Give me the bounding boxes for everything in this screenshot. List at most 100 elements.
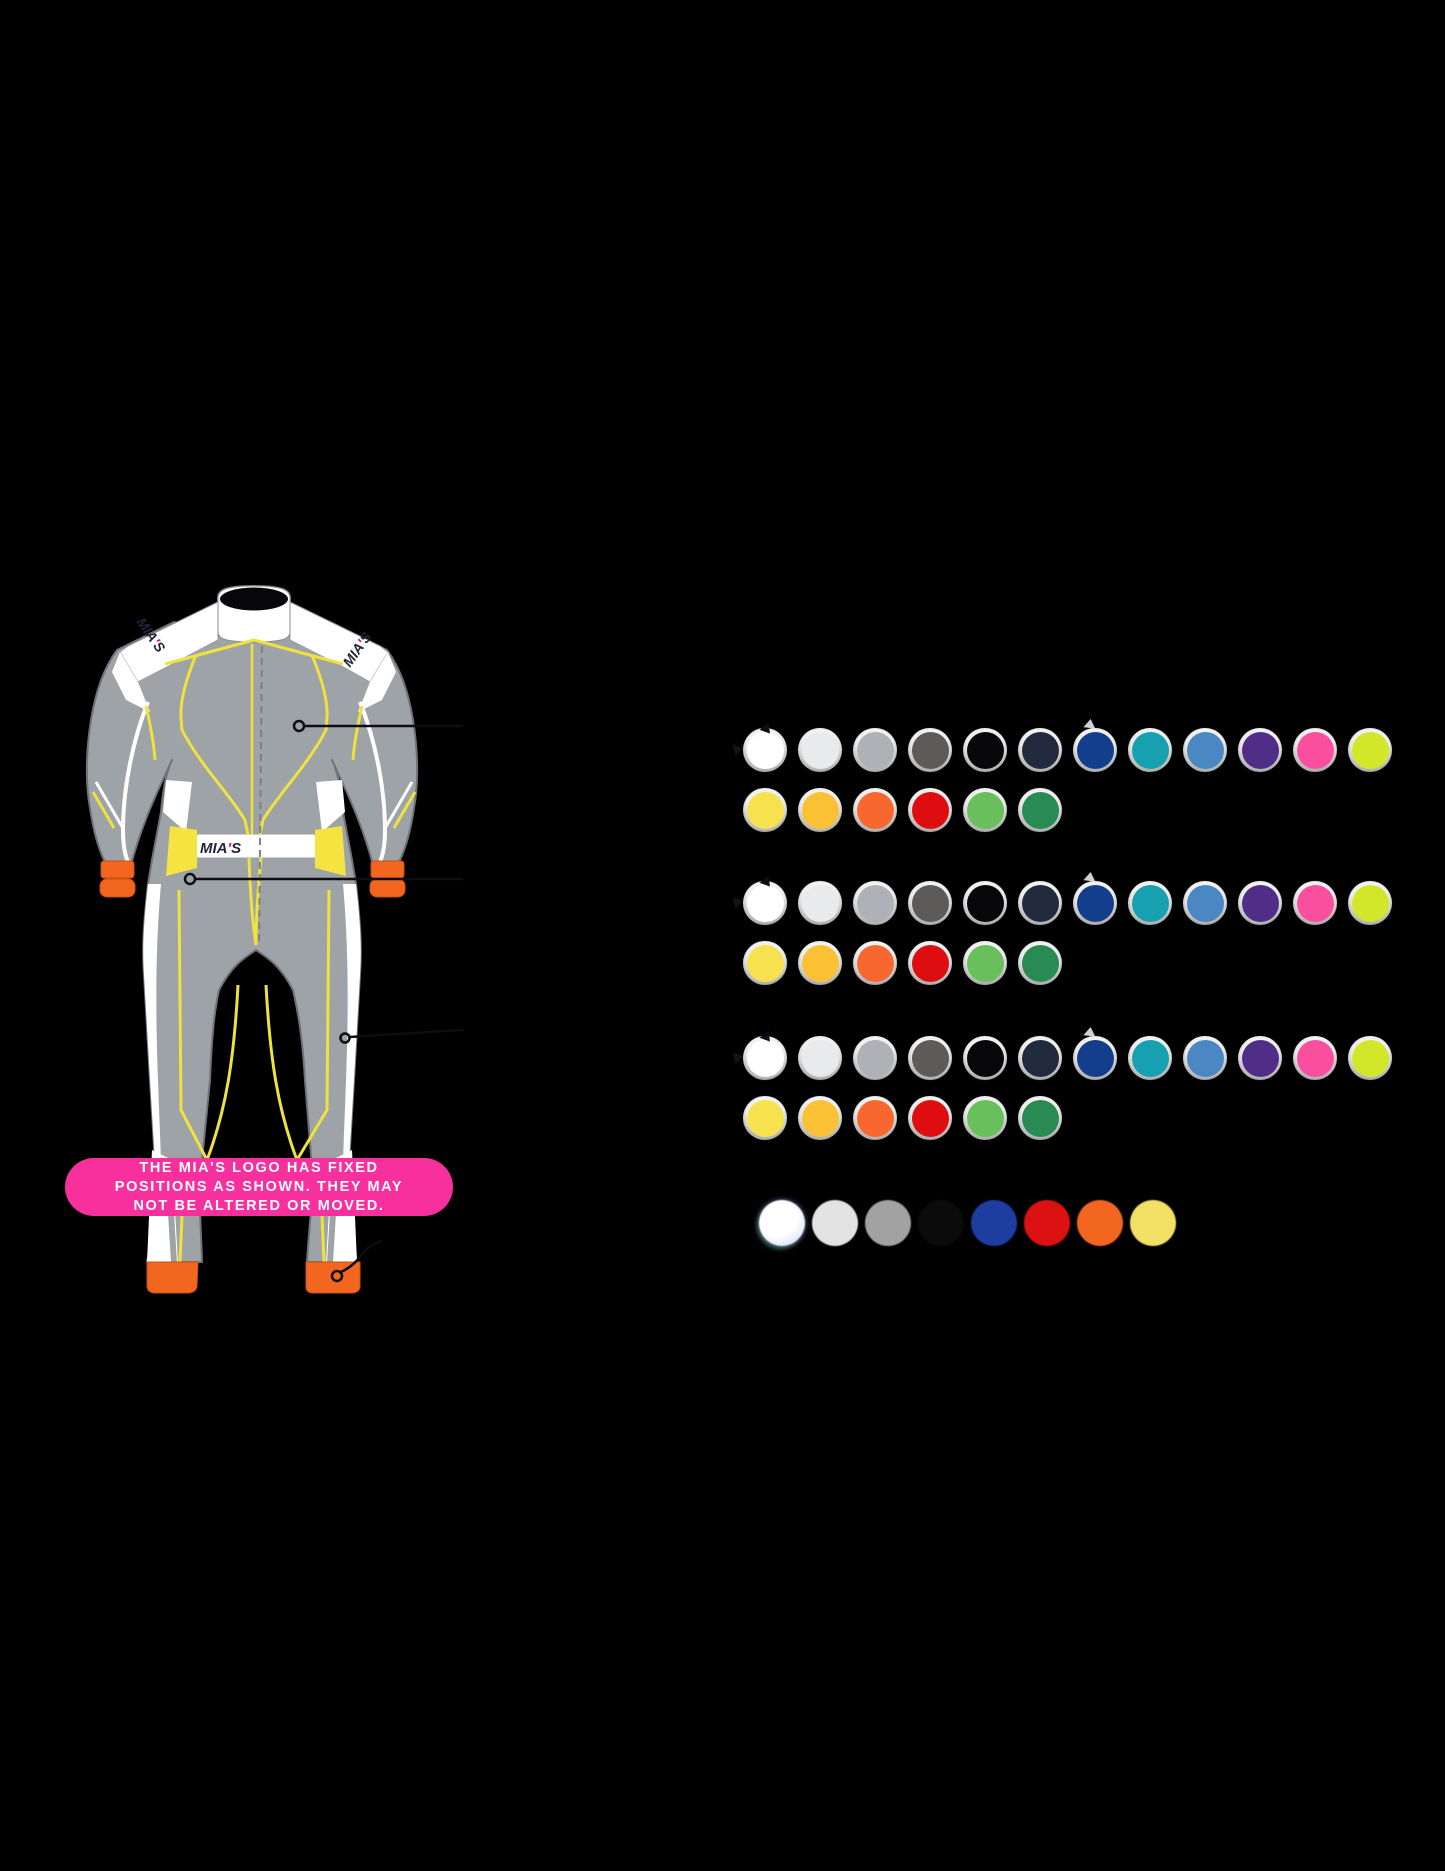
color-swatch-fill: [856, 884, 894, 922]
color-swatch-light-grey[interactable]: [798, 881, 842, 925]
pointer-marker-light-icon: [1083, 1026, 1097, 1037]
color-swatch-royal-blue[interactable]: [1073, 881, 1117, 925]
color-swatch-navy[interactable]: [1018, 1036, 1062, 1080]
color-swatch-fill: [1186, 1039, 1224, 1077]
color-swatch-silver-grey[interactable]: [853, 1036, 897, 1080]
color-swatch-orange[interactable]: [853, 1096, 897, 1140]
color-swatch-fill: [1021, 884, 1059, 922]
color-swatch-white[interactable]: [743, 1036, 787, 1080]
color-swatch-steel-blue[interactable]: [1183, 1036, 1227, 1080]
color-swatch-yellow[interactable]: [1130, 1200, 1176, 1246]
palette-group-suit-primary: [732, 718, 1392, 832]
color-swatch-silver-grey[interactable]: [853, 881, 897, 925]
yellow-piping: [91, 638, 417, 1263]
color-swatch-fill: [1296, 884, 1334, 922]
color-swatch-fill: [1076, 1039, 1114, 1077]
color-swatch-fill: [856, 1099, 894, 1137]
color-swatch-royal-blue[interactable]: [971, 1200, 1017, 1246]
color-swatch-yellow[interactable]: [743, 788, 787, 832]
color-swatch-white[interactable]: [743, 728, 787, 772]
color-swatch-black[interactable]: [963, 728, 1007, 772]
color-swatch-grey[interactable]: [865, 1200, 911, 1246]
color-swatch-light-grey[interactable]: [798, 728, 842, 772]
color-swatch-dark-green[interactable]: [1018, 941, 1062, 985]
color-swatch-purple[interactable]: [1238, 881, 1282, 925]
color-swatch-orange[interactable]: [853, 788, 897, 832]
color-swatch-light-grey[interactable]: [798, 1036, 842, 1080]
color-swatch-fill: [1021, 731, 1059, 769]
color-swatch-fill: [1241, 731, 1279, 769]
color-swatch-light-green[interactable]: [963, 1096, 1007, 1140]
color-swatch-black[interactable]: [963, 881, 1007, 925]
color-swatch-navy[interactable]: [1018, 728, 1062, 772]
color-swatch-light-green[interactable]: [963, 788, 1007, 832]
color-swatch-fill: [1021, 944, 1059, 982]
color-swatch-pink[interactable]: [1293, 728, 1337, 772]
color-swatch-dark-grey[interactable]: [908, 728, 952, 772]
color-swatch-steel-blue[interactable]: [1183, 728, 1227, 772]
color-swatch-purple[interactable]: [1238, 728, 1282, 772]
color-swatch-silver-grey[interactable]: [853, 728, 897, 772]
color-swatch-fill: [1186, 884, 1224, 922]
color-swatch-fluo-yellow[interactable]: [1348, 1036, 1392, 1080]
color-swatch-pink[interactable]: [1293, 1036, 1337, 1080]
color-swatch-royal-blue[interactable]: [1073, 728, 1117, 772]
color-swatch-fill: [1076, 731, 1114, 769]
color-swatch-fluo-yellow[interactable]: [1348, 881, 1392, 925]
color-swatch-navy[interactable]: [1018, 881, 1062, 925]
color-swatch-teal[interactable]: [1128, 881, 1172, 925]
color-swatch-orange[interactable]: [1077, 1200, 1123, 1246]
swatch-row: [743, 941, 1392, 985]
waist-side-panels: [166, 826, 346, 876]
color-swatch-fill: [1131, 1039, 1169, 1077]
color-swatch-black[interactable]: [918, 1200, 964, 1246]
color-swatch-amber[interactable]: [798, 941, 842, 985]
color-swatch-yellow[interactable]: [743, 1096, 787, 1140]
color-swatch-fill: [812, 1200, 858, 1246]
color-swatch-amber[interactable]: [798, 1096, 842, 1140]
color-swatch-fill: [856, 1039, 894, 1077]
color-swatch-amber[interactable]: [798, 788, 842, 832]
color-swatch-fill: [746, 884, 784, 922]
color-swatch-fill: [801, 1039, 839, 1077]
color-swatch-red[interactable]: [1024, 1200, 1070, 1246]
color-swatch-dark-grey[interactable]: [908, 881, 952, 925]
zipper-line: [258, 645, 263, 947]
color-swatch-orange[interactable]: [853, 941, 897, 985]
collar-opening: [220, 587, 288, 611]
color-swatch-white[interactable]: [743, 881, 787, 925]
color-swatch-yellow[interactable]: [743, 941, 787, 985]
color-swatch-fill: [966, 791, 1004, 829]
color-swatch-light-green[interactable]: [963, 941, 1007, 985]
color-swatch-fill: [911, 884, 949, 922]
color-swatch-dark-green[interactable]: [1018, 788, 1062, 832]
color-swatch-teal[interactable]: [1128, 1036, 1172, 1080]
color-swatch-teal[interactable]: [1128, 728, 1172, 772]
color-swatch-royal-blue[interactable]: [1073, 1036, 1117, 1080]
color-swatch-fill: [966, 731, 1004, 769]
swatch-row: [759, 1200, 1176, 1246]
color-swatch-fill: [759, 1200, 805, 1246]
color-swatch-fill: [801, 731, 839, 769]
color-swatch-fill: [746, 1099, 784, 1137]
callout-leg-marker: [339, 1032, 351, 1044]
color-swatch-steel-blue[interactable]: [1183, 881, 1227, 925]
color-swatch-pink[interactable]: [1293, 881, 1337, 925]
swatch-row: [743, 1036, 1392, 1080]
color-swatch-fluo-yellow[interactable]: [1348, 728, 1392, 772]
color-swatch-red[interactable]: [908, 941, 952, 985]
logo-notice-banner: THE MIA'S LOGO HAS FIXED POSITIONS AS SH…: [65, 1158, 453, 1216]
notice-line-1: THE MIA'S LOGO HAS FIXED: [139, 1159, 379, 1176]
color-swatch-red[interactable]: [908, 1096, 952, 1140]
color-swatch-fill: [1351, 884, 1389, 922]
swatch-row: [743, 881, 1392, 925]
color-swatch-dark-green[interactable]: [1018, 1096, 1062, 1140]
color-swatch-purple[interactable]: [1238, 1036, 1282, 1080]
color-swatch-silver[interactable]: [812, 1200, 858, 1246]
color-swatch-red[interactable]: [908, 788, 952, 832]
color-swatch-fill: [865, 1200, 911, 1246]
color-swatch-black[interactable]: [963, 1036, 1007, 1080]
color-swatch-dark-grey[interactable]: [908, 1036, 952, 1080]
color-swatch-white[interactable]: [759, 1200, 805, 1246]
color-swatch-fill: [971, 1200, 1017, 1246]
